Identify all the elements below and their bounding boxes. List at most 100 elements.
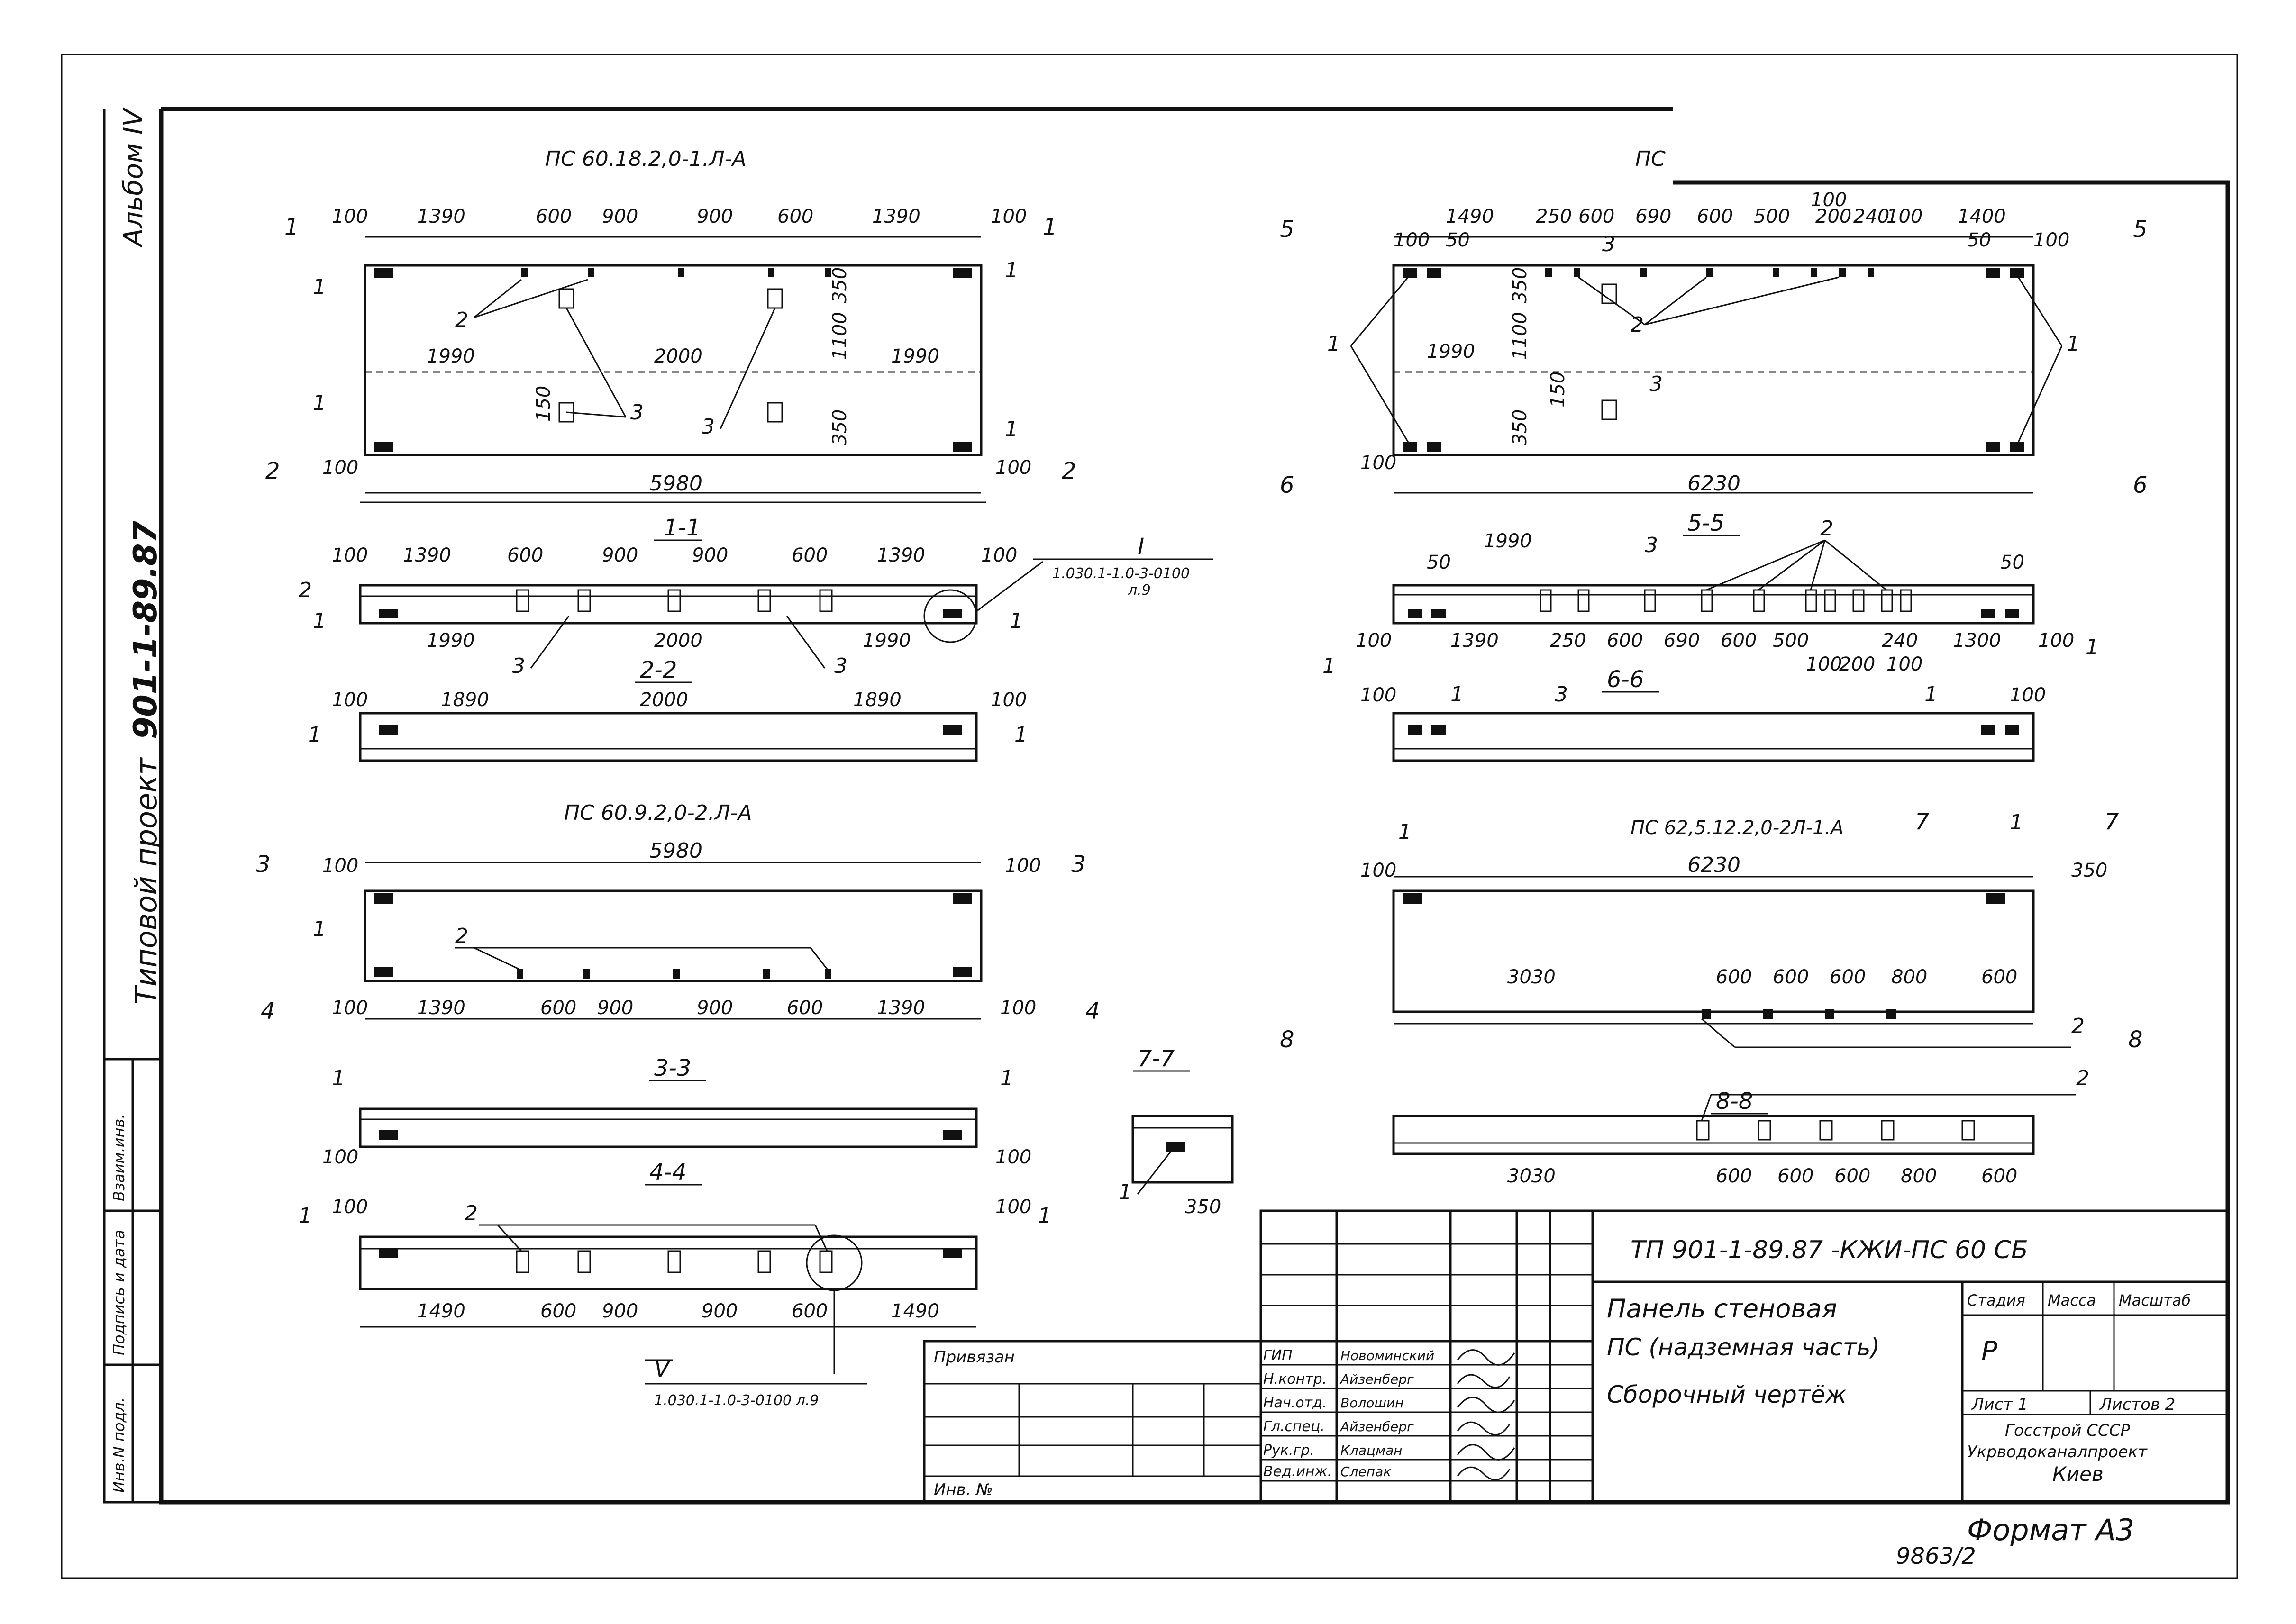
dimension-label: 1 bbox=[308, 723, 321, 747]
dimension-label: 1990 bbox=[863, 630, 911, 652]
s55-panel bbox=[1392, 584, 2035, 625]
org-3: Киев bbox=[2052, 1462, 2104, 1486]
doc-title-3: Сборочный чертёж bbox=[1607, 1381, 1847, 1408]
view-ps60-9: ПС 60.9.2,0-2.Л-А 5980 100 100 100 1390 … bbox=[256, 801, 1100, 1025]
view-ps62-12: ПС 62,5.12.2,0-2Л-1.А 6230 100 350 3030 … bbox=[1280, 808, 2143, 1053]
org-1: Госстрой СССР bbox=[2005, 1421, 2130, 1440]
dimension-label: 2 bbox=[265, 458, 280, 484]
dimension-label: 100 bbox=[1360, 452, 1396, 474]
dimension-label: 600 bbox=[1830, 966, 1866, 988]
dimension-label: 200 bbox=[1839, 653, 1875, 675]
s44-node-ref: 1.030.1-1.0-3-0100 л.9 bbox=[654, 1392, 819, 1409]
dimension-label: 1 bbox=[1014, 723, 1028, 747]
dimension-label: 1890 bbox=[853, 689, 902, 711]
view-ps62-18: ПС 1490 250 600 690 600 500 100 200 240 … bbox=[1280, 147, 2148, 499]
stamp-vzaim: Взаим.инв. bbox=[110, 1114, 128, 1201]
name-1: Айзенберг bbox=[1339, 1371, 1414, 1387]
dimension-label: 240 bbox=[1882, 630, 1918, 652]
dimension-label: 3 bbox=[1645, 533, 1658, 557]
stage-value: Р bbox=[1981, 1336, 1997, 1367]
dimension-label: 1490 bbox=[891, 1300, 939, 1322]
dimension-label: 50 bbox=[2000, 552, 2024, 573]
s44-panel bbox=[359, 1235, 978, 1290]
dimension-label: 100 bbox=[1360, 860, 1396, 881]
dimension-label: 500 bbox=[1754, 206, 1790, 227]
dimension-label: 600 bbox=[792, 544, 828, 566]
dimension-label: 1 bbox=[1010, 609, 1023, 633]
dimension-label: 2 bbox=[2071, 1014, 2085, 1038]
dimension-label: 100 bbox=[332, 544, 368, 566]
view1-total: 5980 bbox=[649, 472, 702, 496]
dimension-label: 1 bbox=[1398, 820, 1412, 844]
dimension-label: 2000 bbox=[640, 689, 688, 711]
album-label: Альбом IV bbox=[118, 107, 149, 248]
dimension-label: 3 bbox=[512, 654, 525, 678]
dimension-label: 1390 bbox=[872, 206, 920, 227]
dimension-label: 600 bbox=[540, 1300, 576, 1322]
drawing-number: 9863/2 bbox=[1896, 1543, 1976, 1570]
dimension-label: 800 bbox=[1901, 1165, 1937, 1187]
scale-header: Масштаб bbox=[2119, 1291, 2191, 1309]
dimension-label: 600 bbox=[1773, 966, 1809, 988]
project-label: Типовой проект bbox=[129, 757, 164, 1005]
dimension-label: 1390 bbox=[877, 997, 925, 1019]
dimension-label: 350 bbox=[829, 267, 851, 303]
view3-total: 5980 bbox=[649, 839, 702, 863]
dimension-label: 350 bbox=[1509, 409, 1531, 445]
dimension-label: 4 bbox=[261, 998, 275, 1025]
dimension-label: 350 bbox=[829, 409, 851, 445]
dimension-label: 1390 bbox=[1450, 630, 1499, 652]
dimension-label: 100 bbox=[1886, 653, 1922, 675]
dimension-label: 900 bbox=[602, 1300, 638, 1322]
dimension-label: 250 bbox=[1550, 630, 1586, 652]
dimension-label: 1490 bbox=[1446, 206, 1494, 227]
dimension-label: 1 bbox=[299, 1204, 312, 1228]
org-2: Укрводоканалпроект bbox=[1967, 1443, 2148, 1461]
sheet-label: Лист 1 bbox=[1971, 1395, 2028, 1414]
dimension-label: 250 bbox=[1536, 206, 1572, 227]
dimension-label: 100 bbox=[322, 855, 358, 877]
dimension-label: 1 bbox=[1038, 1204, 1051, 1228]
dimension-label: 600 bbox=[1716, 966, 1752, 988]
dimension-label: 3 bbox=[1555, 682, 1568, 707]
dimension-label: 1 bbox=[2010, 810, 2023, 835]
dimension-label: 1990 bbox=[1427, 341, 1475, 363]
dimension-label: 1 bbox=[1322, 654, 1336, 678]
dimension-label: 3 bbox=[630, 400, 644, 425]
dimension-label: 600 bbox=[1697, 206, 1733, 227]
view2-panel bbox=[1392, 264, 2035, 456]
dimension-label: 8 bbox=[2128, 1026, 2143, 1053]
view2-title: ПС bbox=[1635, 147, 1666, 171]
dimension-label: 350 bbox=[1185, 1196, 1221, 1218]
dimension-label: 100 bbox=[1811, 189, 1847, 211]
dimension-label: 600 bbox=[787, 997, 823, 1019]
dimension-label: 100 bbox=[332, 206, 368, 227]
s33-panel bbox=[359, 1107, 978, 1148]
dimension-label: 900 bbox=[602, 544, 638, 566]
dimension-label: 600 bbox=[1981, 1165, 2017, 1187]
view1-panel bbox=[364, 264, 983, 456]
dimension-label: 1 bbox=[313, 391, 326, 415]
dimension-label: 8 bbox=[1280, 1026, 1294, 1053]
stage-header: Стадия bbox=[1967, 1291, 2025, 1309]
name-3: Айзенберг bbox=[1339, 1419, 1414, 1434]
dimension-label: 1990 bbox=[891, 345, 939, 367]
dimension-label: 1390 bbox=[417, 206, 465, 227]
dimension-label: 100 bbox=[1394, 229, 1430, 251]
dimension-label: 2000 bbox=[654, 630, 702, 652]
dimension-label: 1400 bbox=[1958, 206, 2006, 227]
view2-total: 6230 bbox=[1687, 472, 1740, 496]
dimension-label: 200 bbox=[1815, 206, 1851, 227]
dimension-label: 2 bbox=[465, 1201, 478, 1225]
dimension-label: 100 bbox=[332, 1196, 368, 1218]
dimension-label: 100 bbox=[2010, 684, 2046, 706]
section-8-8: 8-8 3030 600 600 600 800 600 2 bbox=[1392, 1066, 2089, 1187]
dimension-label: 100 bbox=[322, 1146, 358, 1168]
dimension-label: 600 bbox=[540, 997, 576, 1019]
inv-label: Инв. № bbox=[934, 1480, 993, 1499]
dimension-label: 100 bbox=[1000, 997, 1036, 1019]
dimension-label: 1 bbox=[1043, 214, 1057, 240]
dimension-label: 100 bbox=[1005, 855, 1041, 877]
dimension-label: 1990 bbox=[427, 345, 475, 367]
role-rukgr: Рук.гр. bbox=[1263, 1442, 1314, 1459]
